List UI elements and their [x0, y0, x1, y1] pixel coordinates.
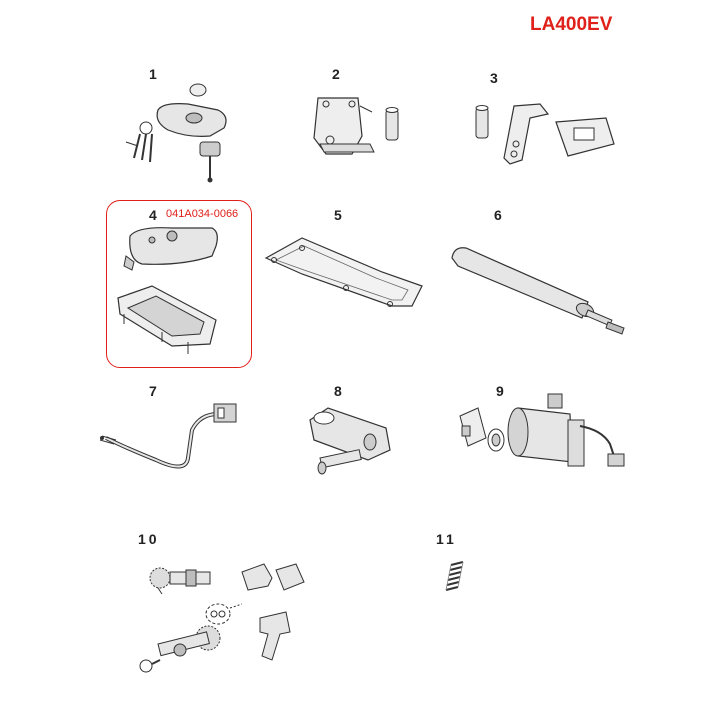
part-number-11: 11: [436, 531, 457, 547]
cable-harness-illustration: [96, 400, 256, 488]
part-number-5: 5: [334, 207, 342, 223]
part-number-2: 2: [332, 66, 340, 82]
motor-assembly-illustration: [452, 390, 642, 490]
lock-cover-illustration: [118, 80, 238, 183]
actuator-rod-illustration: [448, 238, 628, 334]
model-title: LA400EV: [530, 14, 613, 35]
part-number-8: 8: [334, 383, 342, 399]
release-lever-illustration: [298, 402, 398, 486]
part-number-6: 6: [494, 207, 502, 223]
part-code-4: 041A034-0066: [166, 208, 239, 220]
post-bracket-illustration: [300, 92, 420, 164]
part-number-7: 7: [149, 383, 157, 399]
motor-housing-illustration: [112, 222, 248, 362]
gasket-plate-illustration: [262, 232, 430, 314]
part-number-9: 9: [496, 383, 504, 399]
spring-illustration: [440, 560, 470, 596]
part-number-4: 4: [149, 207, 157, 223]
gear-kit-illustration: [136, 556, 316, 686]
part-number-1: 1: [149, 66, 157, 82]
highlight-frame-4: [106, 200, 252, 368]
part-number-10: 10: [138, 531, 160, 547]
part-number-3: 3: [490, 70, 498, 86]
gate-bracket-illustration: [470, 100, 620, 180]
